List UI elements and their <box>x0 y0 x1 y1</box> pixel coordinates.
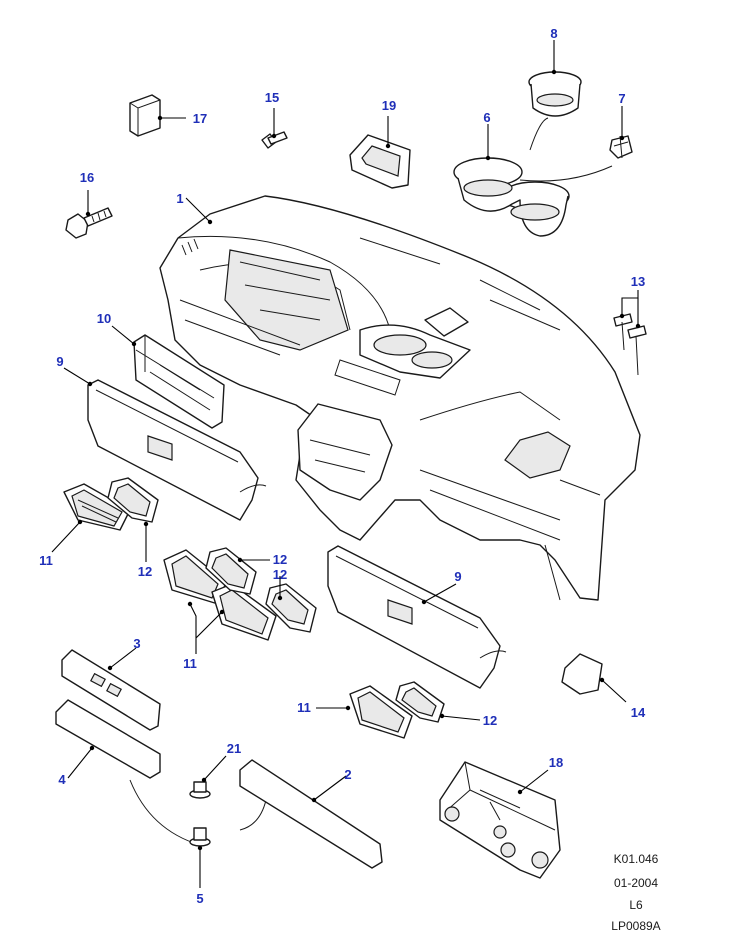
part-10-panel <box>133 334 225 429</box>
callout-3: 3 <box>133 636 140 651</box>
callout-4: 4 <box>58 772 66 787</box>
callout-1: 1 <box>176 191 183 206</box>
callout-10: 10 <box>97 311 111 326</box>
callout-16: 16 <box>80 170 94 185</box>
callout-18: 18 <box>549 755 563 770</box>
callout-11-left: 11 <box>39 553 53 568</box>
callout-19: 19 <box>382 98 396 113</box>
callout-labels: 1 2 3 4 5 6 7 8 9 9 10 11 11 11 12 12 12… <box>39 26 646 906</box>
part-9-trim-panel-right <box>327 545 507 689</box>
callout-9-right: 9 <box>454 569 461 584</box>
part-12-bezel-right <box>395 681 445 723</box>
part-9-trim-panel-left <box>87 379 267 521</box>
part-2-trim-strip <box>239 759 383 869</box>
part-12-bezel-left <box>107 477 159 523</box>
part-17-pad <box>129 94 161 137</box>
part-16-bolt <box>65 207 113 239</box>
part-11-vents-middle <box>163 549 277 641</box>
callout-15: 15 <box>265 90 279 105</box>
catalog-code: K01.046 <box>614 852 659 866</box>
callout-12-left: 12 <box>138 564 152 579</box>
part-18-bracket <box>439 761 561 879</box>
leader-lines <box>51 40 641 888</box>
part-5-fastener <box>189 827 211 847</box>
callout-12-middle-upper: 12 <box>273 552 287 567</box>
model-code: L6 <box>629 898 643 912</box>
callout-7: 7 <box>618 91 625 106</box>
callout-8: 8 <box>550 26 557 41</box>
callout-21: 21 <box>227 741 241 756</box>
reference-block: K01.046 01-2004 L6 LP0089A <box>611 852 660 933</box>
part-7-clip <box>609 135 633 159</box>
part-4-trim-strip <box>55 699 267 846</box>
callout-13: 13 <box>631 274 645 289</box>
callout-5: 5 <box>196 891 203 906</box>
callout-6: 6 <box>483 110 490 125</box>
part-6-twin-cupholder <box>453 117 613 237</box>
callout-2: 2 <box>344 767 351 782</box>
part-13-push-pins <box>613 313 647 376</box>
catalog-date: 01-2004 <box>614 876 658 890</box>
part-11-vent-right <box>349 685 413 739</box>
callout-14: 14 <box>631 705 646 720</box>
callout-9-left: 9 <box>56 354 63 369</box>
callout-11-middle: 11 <box>183 656 197 671</box>
callout-12-middle-lower: 12 <box>273 567 287 582</box>
part-11-vent-left <box>63 483 131 531</box>
part-1-dashboard <box>159 195 641 601</box>
callout-11-right: 11 <box>297 700 311 715</box>
part-21-fastener <box>189 781 211 799</box>
illustration-id: LP0089A <box>611 919 660 933</box>
part-19-bezel <box>349 134 411 189</box>
callout-17: 17 <box>193 111 207 126</box>
part-14-cap <box>561 653 603 695</box>
part-8-cupholder-insert <box>528 71 582 117</box>
part-3-switch-panel <box>61 649 161 731</box>
callout-12-right: 12 <box>483 713 497 728</box>
